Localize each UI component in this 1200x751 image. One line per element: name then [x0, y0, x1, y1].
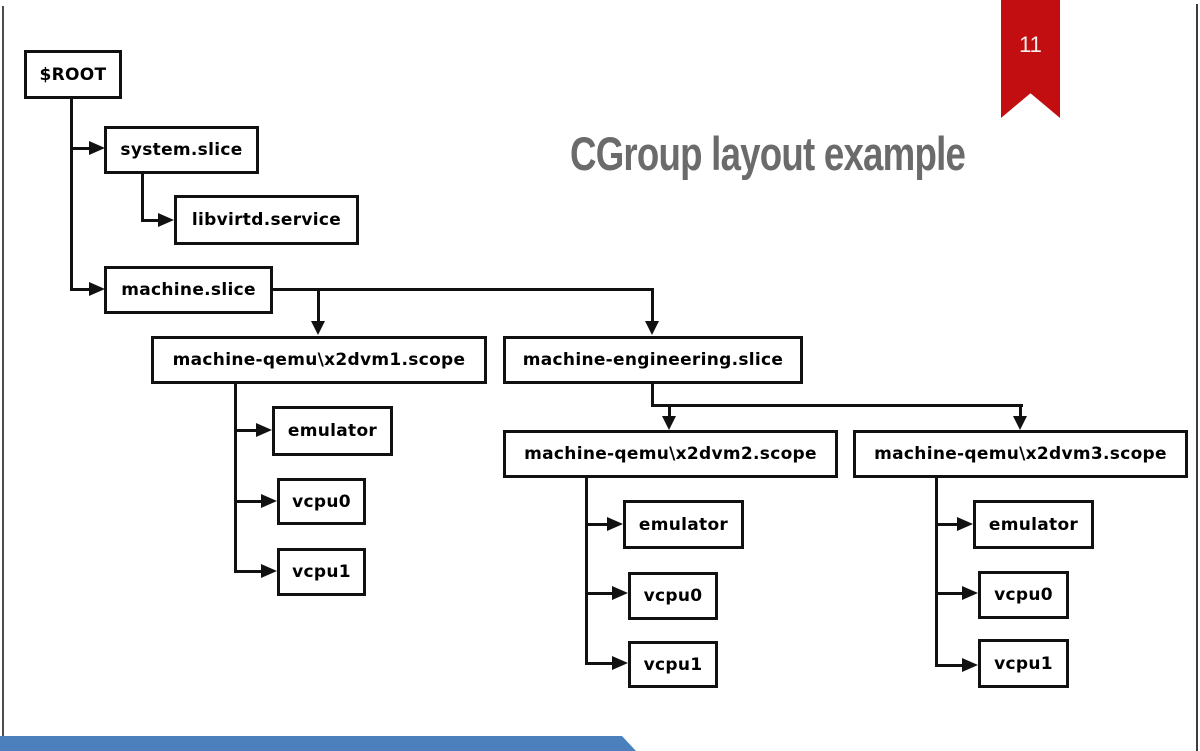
node-vm1-scope: machine-qemu\x2dvm1.scope	[151, 336, 487, 384]
bottom-accent-bar	[0, 736, 636, 751]
tree-connector	[935, 664, 963, 667]
tree-arrowhead	[261, 494, 277, 508]
tree-connector	[141, 173, 144, 222]
tree-arrowhead	[662, 416, 676, 430]
tree-arrowhead	[645, 321, 659, 335]
tree-connector	[935, 477, 938, 666]
node-vm3-vcpu1: vcpu1	[978, 639, 1069, 688]
tree-connector	[935, 592, 963, 595]
tree-arrowhead	[158, 213, 174, 227]
tree-connector	[70, 97, 73, 291]
tree-connector	[234, 570, 262, 573]
slide-border-left	[2, 6, 4, 736]
node-vm2-vcpu0: vcpu0	[628, 572, 718, 620]
node-vm3-scope: machine-qemu\x2dvm3.scope	[853, 430, 1188, 478]
node-vm2-vcpu1: vcpu1	[628, 641, 718, 688]
tree-connector	[70, 288, 90, 291]
node-machine-slice: machine.slice	[104, 266, 273, 314]
tree-connector	[272, 288, 654, 291]
tree-arrowhead	[261, 564, 277, 578]
node-libvirtd-service: libvirtd.service	[174, 195, 359, 245]
tree-connector	[935, 523, 958, 526]
tree-connector	[651, 383, 654, 407]
tree-connector	[585, 662, 613, 665]
tree-arrowhead	[256, 423, 272, 437]
tree-connector	[585, 523, 608, 526]
node-vm1-emulator: emulator	[272, 406, 393, 456]
tree-arrowhead	[89, 282, 105, 296]
node-vm3-emulator: emulator	[973, 500, 1094, 549]
tree-arrowhead	[311, 321, 325, 335]
tree-connector	[70, 147, 90, 150]
tree-connector	[317, 288, 320, 322]
tree-connector	[234, 500, 262, 503]
tree-connector	[234, 383, 237, 572]
node-vm1-vcpu0: vcpu0	[277, 478, 366, 525]
node-vm3-vcpu0: vcpu0	[978, 571, 1069, 619]
node-vm2-scope: machine-qemu\x2dvm2.scope	[503, 430, 838, 478]
page-ribbon: 11	[1001, 0, 1060, 118]
slide-title: CGroup layout example	[570, 127, 966, 180]
slide-border-right	[1196, 4, 1198, 751]
tree-arrowhead	[612, 656, 628, 670]
tree-connector	[141, 219, 160, 222]
tree-connector	[585, 592, 613, 595]
tree-arrowhead	[1013, 416, 1027, 430]
tree-arrowhead	[612, 586, 628, 600]
tree-connector	[1019, 404, 1022, 417]
node-vm2-emulator: emulator	[623, 500, 744, 549]
node-system-slice: system.slice	[104, 126, 259, 174]
node-root: $ROOT	[24, 50, 122, 99]
tree-arrowhead	[607, 517, 623, 531]
page-number: 11	[1019, 32, 1042, 57]
tree-arrowhead	[89, 141, 105, 155]
tree-connector	[651, 288, 654, 322]
node-vm1-vcpu1: vcpu1	[277, 548, 366, 596]
tree-connector	[234, 429, 257, 432]
node-engineering-slice: machine-engineering.slice	[503, 336, 803, 384]
tree-arrowhead	[962, 658, 978, 672]
tree-connector	[668, 404, 671, 417]
tree-arrowhead	[962, 586, 978, 600]
tree-connector	[651, 404, 1023, 407]
tree-arrowhead	[957, 517, 973, 531]
tree-connector	[585, 477, 588, 664]
